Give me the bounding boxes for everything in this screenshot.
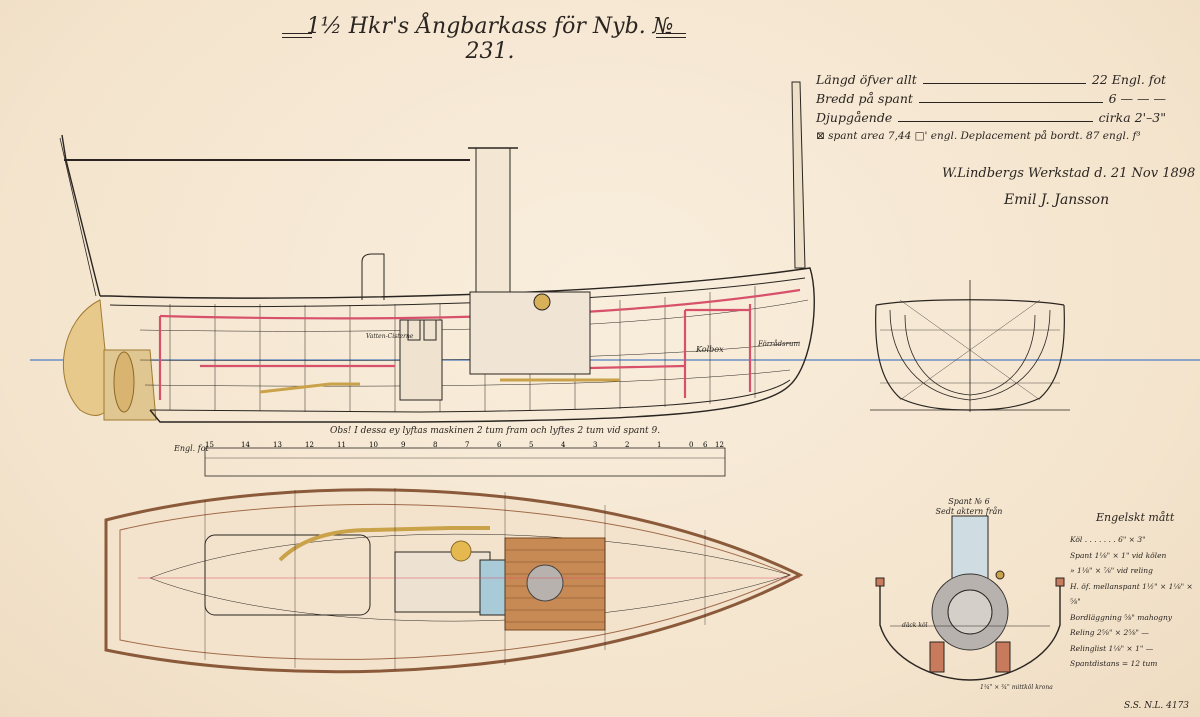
- coal-box-label: Kolbox: [695, 345, 724, 354]
- engine-side: [399, 319, 443, 401]
- scale-label: Engl. fot: [174, 444, 209, 453]
- scale-tick: 13: [273, 441, 282, 449]
- spec-row-length: Längd öfver allt 22 Engl. fot: [816, 70, 1166, 89]
- section-label: Spant № 6 Sedt aktern från: [935, 497, 1003, 516]
- section-frame-left: [929, 641, 945, 673]
- scale-bar: [204, 447, 726, 477]
- scale-tick: 15: [205, 441, 214, 449]
- english-measures-title: Engelskt mått: [1096, 511, 1175, 524]
- side-elevation: [59, 81, 815, 423]
- measure-line: Bordläggning ⅝" mahogny: [1070, 612, 1173, 622]
- archive-stamp: S.S. N.L. 4173: [1124, 701, 1190, 711]
- scale-tick: 6: [497, 441, 502, 449]
- shaft: [259, 382, 360, 394]
- engine-cylinder-2: [423, 319, 437, 341]
- scale-tick: 11: [337, 441, 346, 449]
- measure-line: Reling 2⅝" × 2⅝" —: [1070, 628, 1149, 637]
- title-rule-left: [282, 33, 312, 34]
- forepeak-label: Förrådsrum: [757, 339, 800, 348]
- measure-line: Köl . . . . . . . 6" × 3": [1070, 535, 1146, 544]
- body-plan: [870, 280, 1070, 412]
- boiler-top: [526, 564, 564, 602]
- spec-row-area: ⊠ spant area 7,44 □' engl. Deplacement p…: [816, 127, 1166, 146]
- measure-line: Relinglist 1⅛" × 1" —: [1070, 643, 1154, 653]
- brass-fitting: [450, 540, 472, 562]
- rudder: [62, 299, 111, 416]
- spec-value: 6 — — —: [1108, 91, 1166, 106]
- measure-line: Spant 1⅛" × 1" vid kölen: [1070, 550, 1167, 560]
- scale-tick: 14: [241, 441, 250, 449]
- stern-mast-2: [59, 137, 97, 297]
- drawing-title: 1½ Hkr's Ångbarkass för Nyb. № 231.: [306, 14, 674, 64]
- measure-line: Spantdistans = 12 tum: [1070, 659, 1158, 668]
- english-measures-list: Köl . . . . . . . 6" × 3" Spant 1⅛" × 1"…: [1070, 532, 1200, 672]
- scale-tick: 3: [593, 441, 598, 449]
- spec-row-beam: Bredd på spant 6 — — —: [816, 89, 1166, 108]
- midship-section: [875, 515, 1065, 681]
- scale-tick: 2: [625, 441, 630, 449]
- hull-waterline-3: [144, 369, 791, 387]
- signature: Emil J. Jansson: [1004, 192, 1110, 208]
- scale-tick: 7: [465, 441, 470, 449]
- deck-label: däck köl: [902, 622, 928, 629]
- funnel: [475, 147, 511, 299]
- keel-line: [149, 379, 791, 413]
- stern-mast: [61, 134, 101, 297]
- title-rule-right-2: [656, 37, 686, 38]
- scale-tick: 12: [715, 441, 724, 449]
- spec-label: Längd öfver allt: [816, 72, 917, 87]
- installation-note: Obs! I dessa ey lyftas maskinen 2 tum fr…: [330, 426, 661, 436]
- bow-staff: [791, 81, 806, 269]
- section-boiler-inner: [947, 589, 993, 635]
- scale-tick: 9: [401, 441, 406, 449]
- scale-tick: 4: [561, 441, 566, 449]
- spec-value: cirka 2'–3": [1098, 110, 1166, 125]
- section-frame-right: [995, 641, 1011, 673]
- spec-label: Djupgående: [816, 110, 893, 125]
- scale-tick: 1: [657, 441, 662, 449]
- engine-plan: [394, 551, 491, 613]
- exhaust-pipe: [278, 526, 490, 562]
- spec-table: Längd öfver allt 22 Engl. fot Bredd på s…: [816, 70, 1166, 146]
- spec-label: Bredd på spant: [816, 91, 913, 106]
- yard-line: W.Lindbergs Werkstad d. 21 Nov 1898: [942, 166, 1196, 181]
- steam-dome: [533, 293, 551, 311]
- scale-ticks: 15 14 13 12 11 10 9 8 7 6 5 4 3 2 1 0 6 …: [205, 441, 725, 451]
- plan-view: [104, 488, 804, 674]
- propeller: [113, 351, 135, 413]
- scale-tick: 5: [529, 441, 534, 449]
- spec-label: ⊠ spant area 7,44 □' engl. Deplacement p…: [816, 130, 1141, 142]
- scale-tick: 0: [689, 441, 694, 449]
- spec-row-draught: Djupgående cirka 2'–3": [816, 108, 1166, 127]
- spec-value: 22 Engl. fot: [1091, 72, 1166, 87]
- scale-tick: 8: [433, 441, 438, 449]
- measure-line: H. öf. mellanspant 1½" × 1⅛" × ⅝": [1070, 581, 1193, 607]
- vent-pipe: [361, 253, 385, 300]
- keel-label: 1¼" × ¾" mittköl krona: [980, 684, 1053, 691]
- scale-tick: 12: [305, 441, 314, 449]
- boiler-side: [469, 291, 591, 375]
- title-rule-right: [656, 33, 686, 34]
- sheer-line: [109, 277, 806, 308]
- engine-cylinder-1: [407, 319, 421, 341]
- water-tank-label: Vatten-Cisterne: [366, 333, 414, 340]
- scale-tick: 6: [703, 441, 708, 449]
- scale-tick: 10: [369, 441, 378, 449]
- hull-profile: [100, 267, 815, 423]
- title-rule-left-2: [282, 37, 312, 38]
- measure-line: » 1⅛" × ⅞" vid reling: [1070, 566, 1153, 575]
